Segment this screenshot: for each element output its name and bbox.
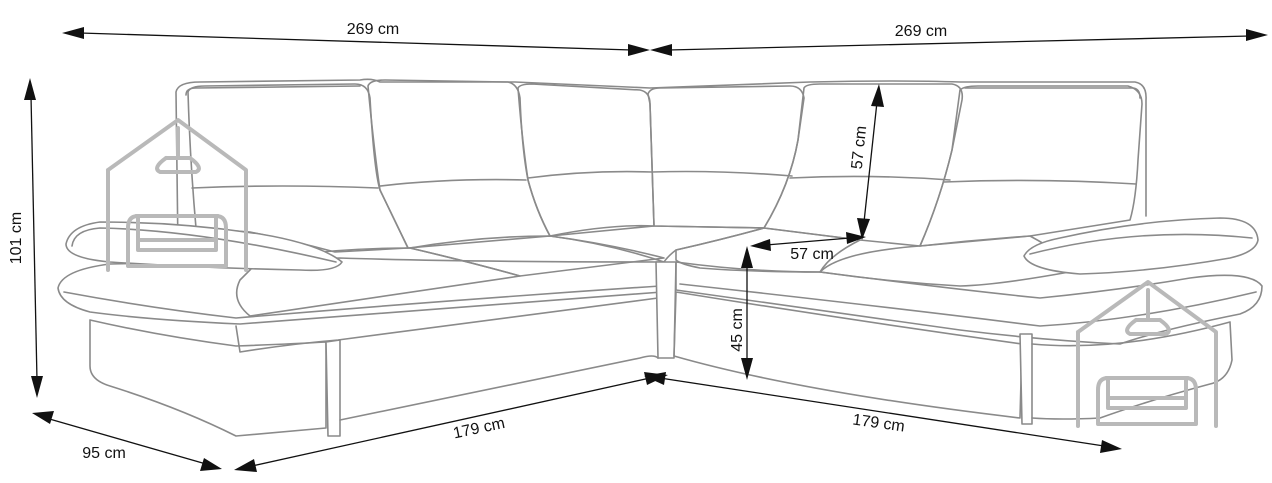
house-sofa-logo-icon xyxy=(106,118,248,272)
back-cushion-3-seam xyxy=(527,170,653,179)
dimension-label-seat-height: 45 cm xyxy=(729,308,746,352)
back-cushion-3 xyxy=(517,83,655,237)
right-base xyxy=(673,291,1023,419)
dimension-depth: 95 cm xyxy=(32,411,222,471)
dimension-bottom-left: 179 cm xyxy=(234,372,668,472)
back-cushion-4 xyxy=(647,85,805,229)
house-sofa-logo-icon xyxy=(1076,280,1218,428)
back-cushion-1-seam xyxy=(191,185,379,189)
dimension-total-height: 101 cm xyxy=(8,78,43,398)
dimension-label-seat-depth: 57 cm xyxy=(790,246,834,263)
left-base-side xyxy=(339,355,659,421)
right-armrest xyxy=(1023,217,1259,275)
right-base-end xyxy=(1031,321,1233,420)
corner-leg xyxy=(655,261,677,359)
back-cushion-6-seam xyxy=(943,179,1137,185)
dimension-label-top-right: 269 cm xyxy=(895,23,947,40)
back-cushion-5-seam xyxy=(789,175,951,181)
seat-cushion-left-2 xyxy=(409,235,665,277)
back-frame-outline xyxy=(175,78,1147,251)
left-base-shadow xyxy=(235,297,659,353)
dimension-label-bottom-left: 179 cm xyxy=(452,415,507,443)
right-seat-piping xyxy=(679,283,1257,327)
dimension-label-bottom-right: 179 cm xyxy=(851,411,905,435)
right-seat-front xyxy=(675,261,1263,345)
sofa-drawing xyxy=(57,78,1263,437)
right-armrest-piping xyxy=(1029,233,1253,255)
left-base xyxy=(89,319,327,437)
dimension-seat-depth: 57 cm xyxy=(750,232,866,263)
back-cushion-6 xyxy=(919,85,1143,247)
dimension-label-backrest-height: 57 cm xyxy=(849,125,870,170)
left-seat-front xyxy=(57,257,665,325)
back-cushion-1 xyxy=(187,83,409,253)
dimension-top-left: 269 cm xyxy=(62,21,650,56)
back-cushion-4-seam xyxy=(651,170,793,177)
back-cushion-2 xyxy=(367,79,551,249)
dimension-backrest-height: 57 cm xyxy=(849,84,884,240)
left-leg xyxy=(325,339,341,437)
left-seat-piping xyxy=(63,285,661,319)
dimension-label-total-height: 101 cm xyxy=(8,212,25,264)
back-cushion-2-seam xyxy=(379,178,527,187)
dimension-top-right: 269 cm xyxy=(650,23,1268,56)
left-armrest xyxy=(65,221,343,272)
dimension-label-depth: 95 cm xyxy=(82,445,126,462)
right-leg xyxy=(1019,333,1033,425)
dimension-seat-height: 45 cm xyxy=(729,246,753,380)
dimension-label-top-left: 269 cm xyxy=(347,21,399,38)
dimension-bottom-right: 179 cm xyxy=(644,372,1122,453)
